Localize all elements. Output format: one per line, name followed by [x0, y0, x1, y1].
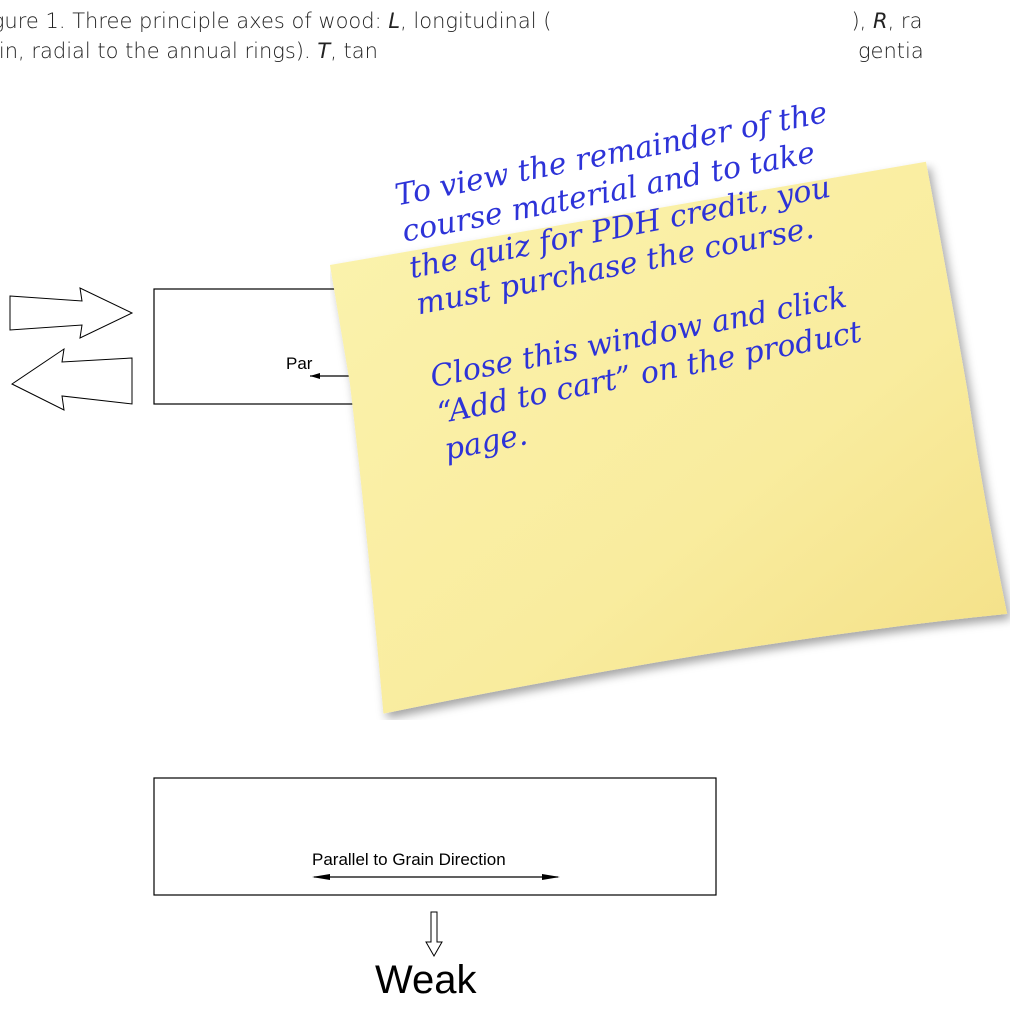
caption-text: igure 1. Three principle axes of wood: [0, 9, 389, 33]
axis-symbol-t: T [317, 39, 331, 63]
caption-text: ), [851, 9, 873, 33]
caption-text: gentia [857, 39, 924, 63]
push-arrow-left-icon [11, 347, 133, 411]
push-arrow-right-icon [9, 287, 134, 339]
sticky-note-paper [330, 161, 1008, 714]
caption-line-1: igure 1. Three principle axes of wood: L… [0, 6, 1031, 36]
grain-arrow-left-icon [312, 874, 330, 880]
sticky-note [330, 160, 1010, 720]
axis-symbol-r: R [872, 9, 888, 33]
top-grain-arrowhead-icon [310, 373, 320, 379]
caption-text: , ra [887, 9, 923, 33]
caption-text: ain, radial to the annual rings). [0, 39, 318, 63]
figure-caption: igure 1. Three principle axes of wood: L… [0, 6, 1031, 66]
caption-line-2: ain, radial to the annual rings). T, tan… [0, 36, 1031, 66]
weak-label: Weak [375, 958, 477, 1002]
down-arrow-icon [425, 911, 443, 958]
caption-text: , tan [330, 39, 378, 63]
caption-text: , longitudinal ( [400, 9, 552, 33]
grain-direction-label: Parallel to Grain Direction [312, 850, 506, 869]
bottom-wood-block [153, 777, 717, 896]
top-box-label: Par [286, 354, 313, 373]
axis-symbol-l: L [388, 9, 401, 33]
grain-arrow-right-icon [542, 874, 560, 880]
